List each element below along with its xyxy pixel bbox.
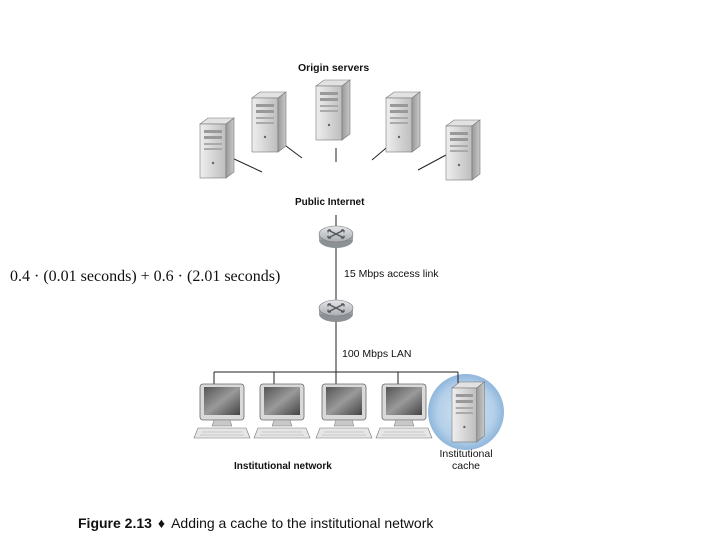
lan-pc-4: [375, 383, 433, 439]
institutional-cache-label-line2: cache: [451, 460, 481, 472]
delay-formula: 0.4 · (0.01 seconds) + 0.6 · (2.01 secon…: [10, 268, 281, 285]
public-internet-label: Public Internet: [295, 197, 365, 208]
institutional-router-icon: [318, 299, 354, 323]
caption-separator: ♦: [157, 515, 166, 531]
lan-pc-2: [253, 383, 311, 439]
figure-number: Figure 2.13: [78, 515, 152, 531]
lan-pc-3: [315, 383, 373, 439]
institutional-cache-server: [451, 381, 485, 443]
origin-server-4: [385, 91, 421, 153]
lan-bus: [213, 371, 459, 386]
origin-servers-label: Origin servers: [298, 62, 370, 74]
internet-router-icon: [318, 225, 354, 249]
caption-text: Adding a cache to the institutional netw…: [171, 515, 434, 531]
origin-server-5: [445, 119, 481, 181]
institutional-cache-label: Institutional cache: [430, 448, 502, 472]
origin-server-1: [199, 117, 235, 179]
lan-label: 100 Mbps LAN: [342, 348, 412, 360]
figure-caption: Figure 2.13 ♦ Adding a cache to the instit…: [78, 515, 433, 531]
institutional-network-label: Institutional network: [234, 461, 332, 472]
institutional-cache-label-line1: Institutional: [439, 448, 493, 460]
origin-server-2: [251, 91, 287, 153]
access-link-label: 15 Mbps access link: [344, 268, 439, 280]
lan-pc-1: [193, 383, 251, 439]
origin-server-3: [315, 79, 351, 141]
